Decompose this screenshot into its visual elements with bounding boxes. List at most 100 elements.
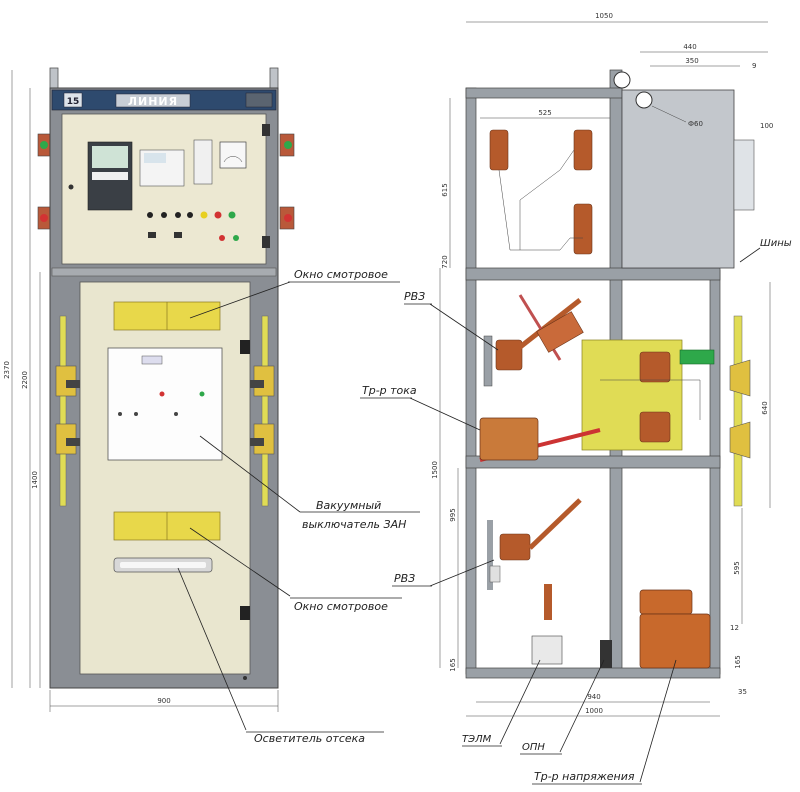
dim-height-body: 2200 — [21, 371, 29, 389]
button[interactable] — [161, 212, 167, 218]
dim-height-lower: 1400 — [31, 471, 39, 489]
label-window-top: Окно смотровое — [294, 268, 388, 281]
front-view: 15 ЛИНИЯ — [3, 67, 420, 745]
hinge — [262, 124, 270, 136]
side-view: 1050 440 350 9 525 Ф60 100 615 720 1500 … — [360, 12, 792, 785]
logo-plate — [245, 92, 273, 108]
label-window-bottom: Окно смотровое — [294, 600, 388, 613]
ammeter-scale — [223, 156, 243, 163]
relay-cabinet-side — [621, 89, 735, 269]
breaker-window — [107, 347, 223, 461]
relay-side-device — [733, 139, 755, 211]
front-dimensions: 2370 2200 1400 900 — [3, 70, 279, 712]
door-bolt — [243, 676, 247, 680]
rear-post — [465, 87, 477, 675]
zn-device — [531, 584, 563, 665]
dim-165a: 165 — [449, 658, 457, 671]
panel-number: 15 — [67, 97, 80, 107]
control-display — [144, 153, 166, 163]
left-red-lamp — [40, 214, 48, 222]
switch-key[interactable] — [148, 232, 156, 238]
indicator-red — [219, 235, 225, 241]
left-mechanism — [55, 315, 80, 507]
label-current-transformer: Тр-р тока — [362, 384, 417, 397]
ammeter — [219, 141, 247, 169]
busbar-insulators — [489, 129, 593, 255]
dim-9: 9 — [752, 62, 756, 70]
switch-key[interactable] — [174, 232, 182, 238]
vacuum-breaker-side — [581, 339, 715, 451]
panel-name-plate — [115, 93, 191, 108]
dim-width: 900 — [157, 697, 170, 705]
voltage-transformer — [639, 613, 711, 669]
current-transformer — [479, 417, 539, 461]
dim-995: 995 — [449, 508, 457, 521]
label-voltage-transformer: Тр-р напряжения — [534, 770, 635, 783]
dim-595: 595 — [733, 561, 741, 574]
door-lock-upper[interactable] — [240, 340, 250, 354]
side-dimensions: 1050 440 350 9 525 Ф60 100 615 720 1500 … — [431, 12, 773, 717]
label-compartment-light: Осветитель отсека — [254, 732, 365, 745]
label-busbar: Шины — [760, 238, 792, 249]
dim-35: 35 — [738, 688, 747, 696]
vt-top-block — [639, 589, 693, 615]
breaker-knob[interactable] — [174, 412, 178, 416]
dim-100: 100 — [760, 122, 773, 130]
relay-display — [92, 146, 128, 168]
dim-165b: 165 — [734, 655, 742, 668]
label-rvz-top: РВЗ — [404, 290, 425, 303]
right-top-post — [269, 67, 279, 91]
side-callouts: РВЗ Тр-р тока РВЗ Шины ТЭЛМ ОПН Тр-р нап… — [360, 238, 792, 785]
breaker-knob[interactable] — [118, 412, 122, 416]
dim-1000: 1000 — [585, 707, 603, 715]
dim-525: 525 — [538, 109, 551, 117]
left-top-post — [49, 67, 59, 91]
right-red-lamp — [284, 214, 292, 222]
light-lens — [120, 562, 206, 568]
dim-depth-total: 1050 — [595, 12, 613, 20]
dim-640: 640 — [761, 401, 769, 414]
dim-1500: 1500 — [431, 461, 439, 479]
dim-615: 615 — [441, 183, 449, 196]
hinge — [262, 236, 270, 248]
panel-name: ЛИНИЯ — [128, 95, 178, 108]
dim-height-total: 2370 — [3, 361, 11, 379]
indicator-green — [233, 235, 239, 241]
dim-720: 720 — [441, 255, 449, 268]
label-vacuum-breaker-1: Вакуумный — [316, 499, 381, 512]
door-lock-lower[interactable] — [240, 606, 250, 620]
dim-phi60: Ф60 — [688, 120, 703, 128]
disconnector-bottom — [487, 498, 582, 590]
button[interactable] — [175, 212, 181, 218]
base-beam — [465, 667, 721, 679]
disconnector-top — [483, 294, 584, 387]
main-door — [79, 281, 251, 675]
label-rvz-bottom: РВЗ — [394, 572, 415, 585]
upper-beam — [465, 267, 721, 281]
separator-rail — [51, 267, 277, 277]
breaker-indicator-red — [159, 391, 165, 397]
breaker-knob[interactable] — [134, 412, 138, 416]
cable-hole — [635, 91, 653, 109]
indicator-red — [214, 211, 222, 219]
button[interactable] — [147, 212, 153, 218]
breaker-nameplate — [141, 355, 163, 365]
right-green-lamp — [284, 141, 292, 149]
relay-buttons — [147, 211, 239, 241]
meter-block — [193, 139, 213, 185]
top-beam — [465, 87, 623, 99]
panel-number-plate — [63, 92, 83, 108]
front-callouts: Окно смотровое Вакуумный выключатель ЗАН… — [177, 268, 420, 745]
side-mechanism — [729, 315, 751, 507]
dim-440: 440 — [683, 43, 696, 51]
button[interactable] — [187, 212, 193, 218]
right-mechanism — [250, 315, 275, 507]
door-lock — [68, 184, 74, 190]
dim-12: 12 — [730, 624, 739, 632]
label-opn: ОПН — [522, 742, 545, 753]
relay-keypad — [92, 172, 128, 180]
front-post — [709, 269, 721, 675]
label-vacuum-breaker-2: выключатель ЗАН — [302, 518, 406, 531]
